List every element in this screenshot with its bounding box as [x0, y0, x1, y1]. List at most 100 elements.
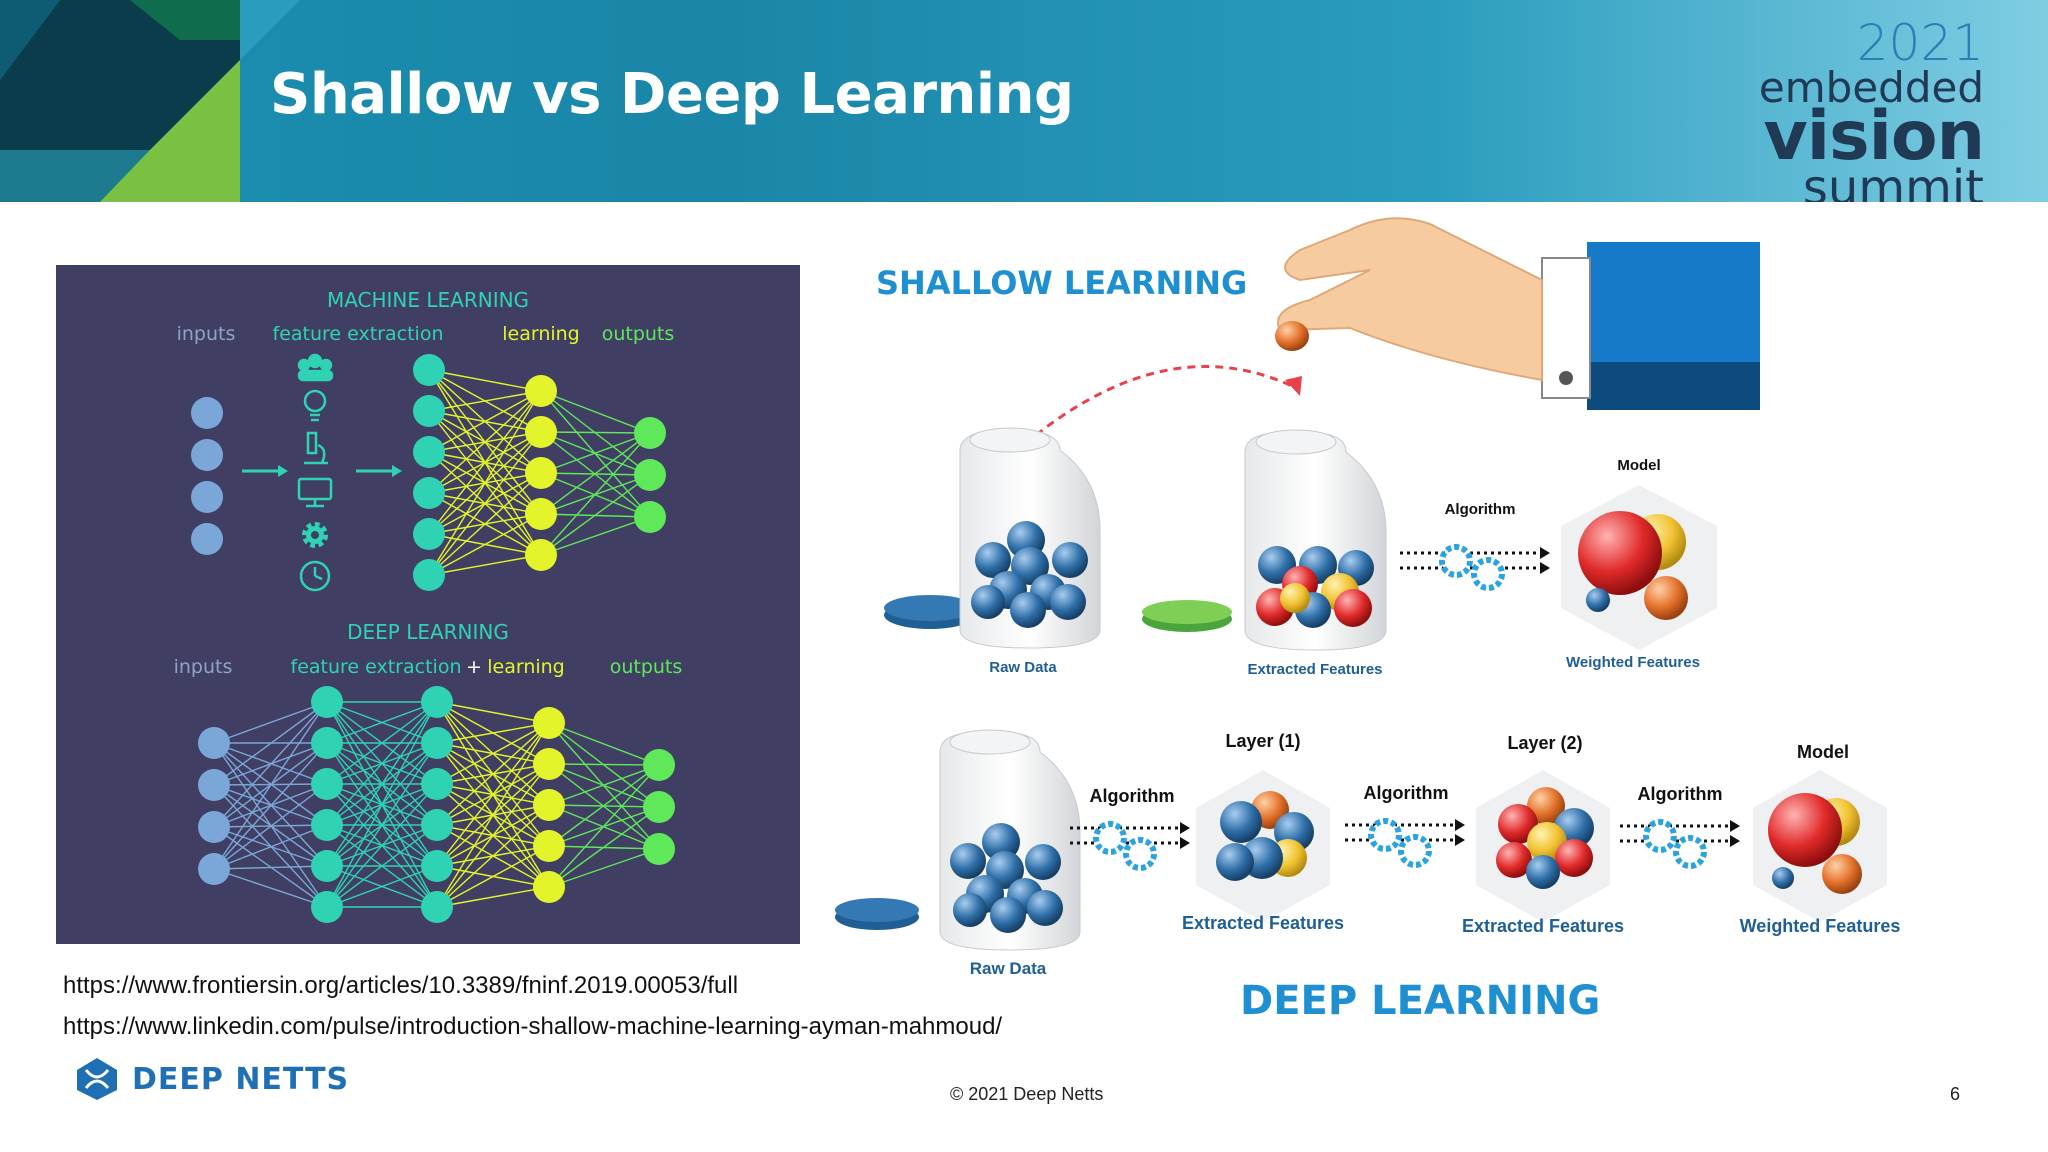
jar-ball — [1011, 547, 1049, 585]
pick-arrow-head — [1285, 376, 1302, 396]
nn-node — [413, 395, 445, 427]
deep-layer1-label: Layer (1) — [1225, 731, 1300, 751]
extracted-features-jar-shallow — [1142, 429, 1387, 651]
nn-connection — [326, 701, 438, 826]
nn-node — [634, 417, 666, 449]
shallow-algorithm-label: Algorithm — [1445, 501, 1516, 518]
dl-label-inputs: inputs — [174, 656, 233, 678]
nn-node — [198, 811, 230, 843]
nn-connection — [436, 722, 550, 744]
nn-node — [643, 749, 675, 781]
nn-node — [634, 459, 666, 491]
deep-weighted-label: Weighted Features — [1740, 916, 1901, 936]
reference-link-1[interactable]: https://www.frontiersin.org/articles/10.… — [63, 972, 739, 999]
jar-ball — [1334, 589, 1372, 627]
nn-connection — [540, 431, 651, 434]
nn-connection — [436, 763, 550, 908]
slide-header: Shallow vs Deep Learning 2021 embedded v… — [0, 0, 2048, 202]
nn-connection — [540, 474, 651, 556]
summit-year: 2021 — [1856, 14, 1984, 72]
nn-connection — [548, 764, 660, 806]
deep-layer2-cluster — [1476, 770, 1610, 922]
nn-node — [198, 769, 230, 801]
jar-ball — [1027, 890, 1063, 926]
nn-connection — [326, 701, 438, 908]
nn-node — [421, 768, 453, 800]
nn-node — [533, 707, 565, 739]
nn-connection — [326, 701, 438, 744]
deep-layer1-cluster — [1196, 770, 1330, 922]
gear-icon — [1643, 819, 1677, 853]
summit-line1: embedded — [1758, 63, 1984, 112]
nn-connection — [436, 701, 550, 724]
deep-layer2-label: Layer (2) — [1507, 733, 1582, 753]
lightbulb-icon — [303, 389, 327, 422]
shallow-model-label: Model — [1617, 457, 1660, 474]
shallow-deep-illustration: Raw Data Extracted Features Algorithm Mo… — [835, 217, 1901, 978]
nn-connection — [428, 513, 542, 576]
nn-connection — [213, 701, 328, 828]
nn-node — [533, 871, 565, 903]
algorithm-arrow-head — [1180, 822, 1190, 834]
ml-label-learning: learning — [502, 323, 580, 345]
nn-connection — [540, 432, 651, 474]
hand-illustration — [1275, 217, 1760, 410]
jar-ball — [1280, 583, 1310, 613]
nn-node — [421, 809, 453, 841]
gear-icon — [1673, 835, 1707, 869]
deep-extracted-label-2: Extracted Features — [1462, 916, 1624, 936]
jar-ball — [1052, 542, 1088, 578]
nn-connection — [326, 783, 438, 908]
summit-line2: vision — [1763, 97, 1985, 176]
nn-connection — [428, 390, 542, 453]
shallow-raw-data-label: Raw Data — [989, 659, 1057, 676]
summit-logo: 2021 embedded vision summit — [1758, 14, 1985, 202]
copyright-text: © 2021 Deep Netts — [950, 1084, 1104, 1104]
gear-icon — [1123, 837, 1157, 871]
nn-connection — [213, 868, 328, 908]
deep-learning-title: DEEP LEARNING — [1240, 978, 1601, 1024]
nn-connection — [548, 763, 660, 766]
deep-netts-logo-icon — [77, 1058, 117, 1100]
nn-node — [311, 850, 343, 882]
gear-icon — [1398, 834, 1432, 868]
nn-node — [421, 686, 453, 718]
nn-node — [413, 559, 445, 591]
nn-node — [311, 686, 343, 718]
nn-node — [533, 748, 565, 780]
nn-connection — [428, 472, 542, 576]
nn-node — [413, 436, 445, 468]
ml-label-feature-extraction: feature extraction — [273, 323, 444, 345]
page-title: Shallow vs Deep Learning — [270, 62, 1074, 127]
shallow-extracted-label: Extracted Features — [1247, 661, 1382, 678]
deep-model-label: Model — [1797, 742, 1849, 762]
nn-connection — [540, 432, 651, 556]
dl-label-feature-extraction: feature extraction — [291, 656, 462, 678]
nn-node — [311, 809, 343, 841]
nn-connection — [436, 886, 550, 908]
summit-line3: summit — [1802, 160, 1984, 202]
shallow-weighted-label: Weighted Features — [1566, 654, 1700, 671]
reference-link-2[interactable]: https://www.linkedin.com/pulse/introduct… — [63, 1013, 1003, 1040]
jar-ball — [1010, 592, 1046, 628]
nn-node — [525, 457, 557, 489]
nn-connection — [436, 722, 550, 908]
nn-connection — [548, 806, 660, 888]
clock-icon — [299, 560, 331, 592]
dl-label-plus: + — [466, 656, 482, 678]
nn-connection — [213, 701, 328, 744]
nn-node — [198, 853, 230, 885]
pick-arrow — [1035, 365, 1293, 437]
ml-dl-network-panel: MACHINE LEARNING inputs feature extracti… — [56, 265, 800, 944]
nn-node — [421, 727, 453, 759]
nn-connection — [540, 432, 651, 515]
algorithm-arrow-head — [1730, 835, 1740, 847]
nn-node — [421, 891, 453, 923]
nn-connection — [548, 764, 660, 847]
deep-netts-logo: DEEP NETTS — [74, 1056, 349, 1102]
nn-node — [533, 830, 565, 862]
deep-netts-logo-text: DEEP NETTS — [132, 1061, 350, 1097]
nn-connection — [213, 701, 328, 786]
jar-ball — [1050, 584, 1086, 620]
nn-connection — [428, 369, 542, 392]
